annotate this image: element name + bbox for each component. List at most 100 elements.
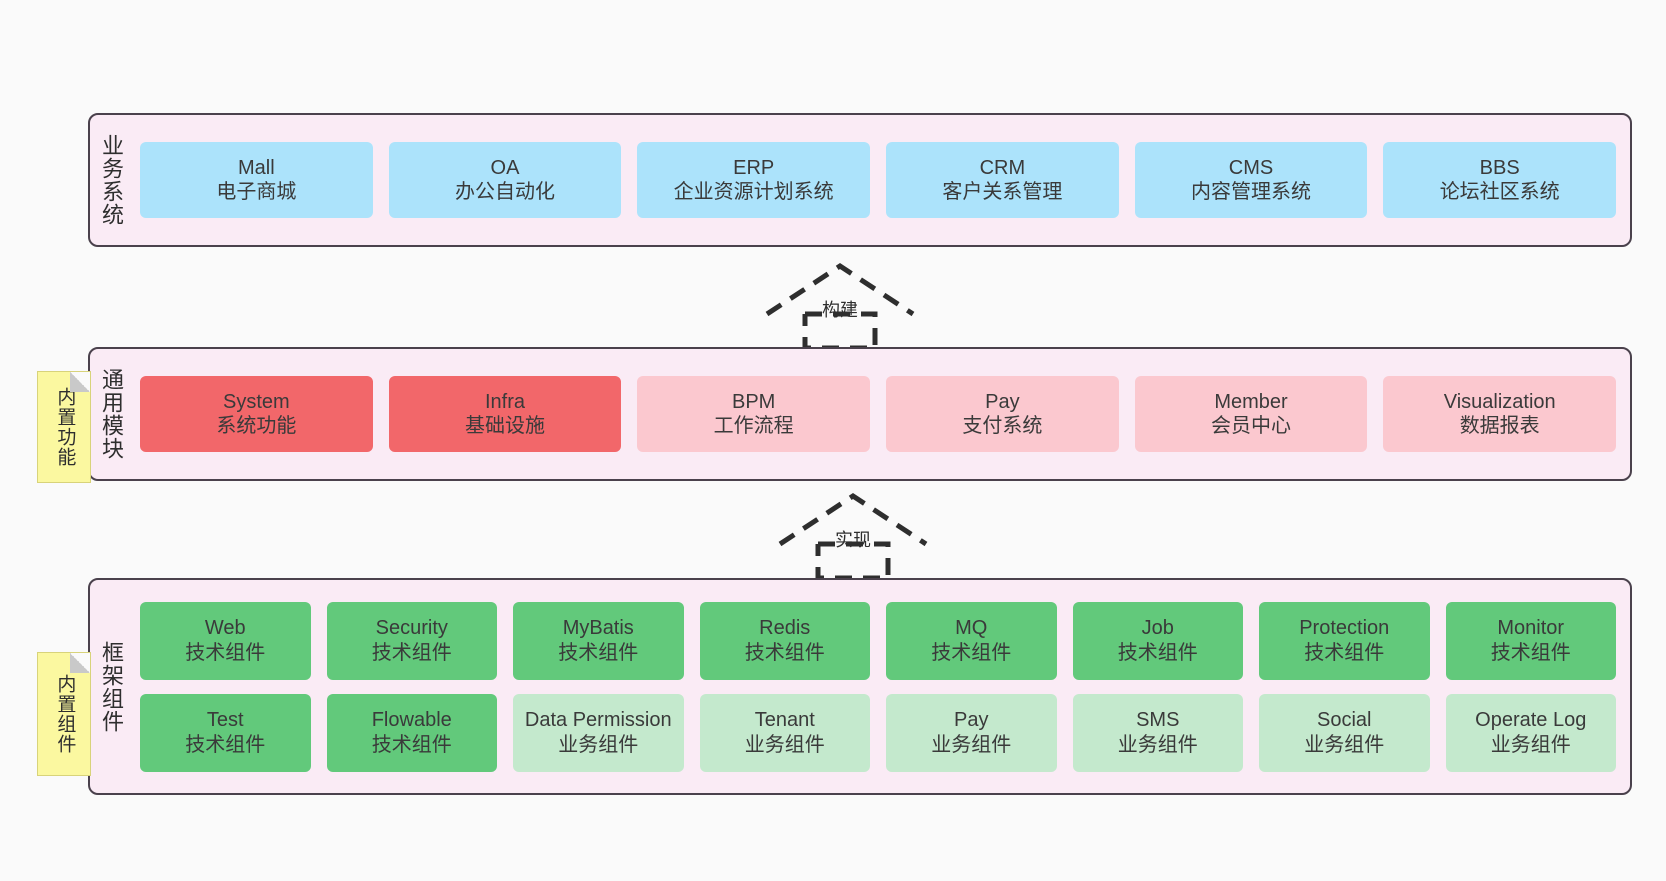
card-title: Flowable [371,709,452,732]
row-modules-1: System 系统功能 Infra 基础设施 BPM 工作流程 Pay 支付系统… [140,376,1617,452]
card-member[interactable]: Member 会员中心 [1134,376,1368,452]
card-mybatis[interactable]: MyBatis 技术组件 [513,601,684,680]
card-mall[interactable]: Mall 电子商城 [140,142,373,218]
row-framework-1: Web 技术组件 Security 技术组件 MyBatis 技术组件 Redi… [140,601,1616,680]
sticky-note-builtin-components: 内置组件 [37,652,91,776]
card-subtitle: 内容管理系统 [1191,181,1312,203]
card-bpm[interactable]: BPM 工作流程 [637,376,871,452]
card-subtitle: 业务组件 [931,733,1012,756]
card-title: Visualization [1443,390,1556,413]
connector-implement: 实现 [768,488,938,578]
card-title: Job [1141,617,1174,640]
card-monitor[interactable]: Monitor 技术组件 [1445,601,1616,680]
card-title: OA [490,156,520,179]
card-subtitle: 业务组件 [1304,733,1385,756]
layer-common-modules: 通用模块 System 系统功能 Infra 基础设施 BPM 工作流程 Pay… [88,347,1632,481]
card-subtitle: 支付系统 [962,415,1043,437]
card-redis[interactable]: Redis 技术组件 [699,601,870,680]
card-subtitle: 工作流程 [713,415,794,437]
card-subtitle: 技术组件 [371,733,452,756]
card-title: Pay [954,709,989,732]
card-title: Social [1317,709,1372,732]
card-title: SMS [1136,709,1180,732]
row-framework-2: Test 技术组件 Flowable 技术组件 Data Permission … [140,693,1616,772]
card-bbs[interactable]: BBS 论坛社区系统 [1383,142,1617,218]
card-subtitle: 技术组件 [185,733,266,756]
card-title: BBS [1479,156,1520,179]
card-visualization[interactable]: Visualization 数据报表 [1383,376,1617,452]
card-title: Test [206,709,244,732]
card-protection[interactable]: Protection 技术组件 [1259,601,1430,680]
dashed-hollow-arrow-up-icon [765,263,915,348]
card-subtitle: 数据报表 [1459,415,1540,437]
card-web[interactable]: Web 技术组件 [140,601,311,680]
card-data-permission[interactable]: Data Permission 业务组件 [513,693,684,772]
card-infra[interactable]: Infra 基础设施 [388,376,622,452]
card-title: Operate Log [1475,709,1587,732]
card-subtitle: 企业资源计划系统 [673,181,834,203]
card-title: Web [204,617,246,640]
card-title: Tenant [754,709,815,732]
card-subtitle: 技术组件 [1490,641,1571,664]
card-cms[interactable]: CMS 内容管理系统 [1134,142,1368,218]
card-flowable[interactable]: Flowable 技术组件 [326,693,497,772]
card-title: BPM [732,390,776,413]
card-erp[interactable]: ERP 企业资源计划系统 [637,142,871,218]
card-subtitle: 技术组件 [1304,641,1385,664]
card-subtitle: 基础设施 [465,415,545,437]
layer-title-framework: 框架组件 [98,640,124,733]
card-title: Redis [759,617,811,640]
card-crm[interactable]: CRM 客户关系管理 [886,142,1119,218]
card-tenant[interactable]: Tenant 业务组件 [699,693,870,772]
card-subtitle: 客户关系管理 [942,181,1063,203]
layer-body-modules: System 系统功能 Infra 基础设施 BPM 工作流程 Pay 支付系统… [132,349,1630,479]
card-title: MQ [955,617,988,640]
connector-build: 构建 [755,258,925,348]
card-social[interactable]: Social 业务组件 [1259,693,1430,772]
card-subtitle: 业务组件 [1490,733,1571,756]
card-subtitle: 技术组件 [185,641,266,664]
card-subtitle: 论坛社区系统 [1439,181,1560,203]
card-subtitle: 办公自动化 [455,181,555,203]
card-subtitle: 电子商城 [216,181,297,203]
card-title: Member [1214,390,1288,413]
sticky-note-builtin-features: 内置功能 [37,371,91,483]
card-system[interactable]: System 系统功能 [140,376,373,452]
card-subtitle: 技术组件 [1117,641,1198,664]
card-pay[interactable]: Pay 支付系统 [886,376,1119,452]
card-operate-log[interactable]: Operate Log 业务组件 [1445,693,1616,772]
row-business-1: Mall 电子商城 OA 办公自动化 ERP 企业资源计划系统 CRM 客户关系… [140,142,1617,218]
card-title: CMS [1228,156,1274,179]
dashed-hollow-arrow-up-icon [778,493,928,578]
card-title: Pay [985,390,1020,413]
card-title: CRM [979,156,1026,179]
card-title: Mall [238,156,275,179]
card-test[interactable]: Test 技术组件 [140,693,311,772]
card-mq[interactable]: MQ 技术组件 [886,601,1057,680]
card-sms[interactable]: SMS 业务组件 [1072,693,1243,772]
layer-framework-components: 框架组件 Web 技术组件 Security 技术组件 MyBatis 技术组件… [88,578,1632,795]
card-job[interactable]: Job 技术组件 [1072,601,1243,680]
card-title: MyBatis [562,617,634,640]
layer-body-business: Mall 电子商城 OA 办公自动化 ERP 企业资源计划系统 CRM 客户关系… [132,115,1630,245]
card-title: Protection [1299,617,1390,640]
layer-title-business: 业务系统 [98,134,124,226]
card-oa[interactable]: OA 办公自动化 [388,142,622,218]
card-title: Security [375,617,448,640]
card-pay-business[interactable]: Pay 业务组件 [886,693,1057,772]
card-subtitle: 会员中心 [1211,415,1292,437]
card-subtitle: 业务组件 [1117,733,1198,756]
card-subtitle: 系统功能 [216,415,297,437]
card-title: Infra [484,390,526,413]
layer-business-systems: 业务系统 Mall 电子商城 OA 办公自动化 ERP 企业资源计划系统 CRM… [88,113,1632,247]
card-subtitle: 业务组件 [744,733,825,756]
card-subtitle: 技术组件 [371,641,452,664]
layer-body-framework: Web 技术组件 Security 技术组件 MyBatis 技术组件 Redi… [132,580,1630,793]
card-subtitle: 技术组件 [558,641,639,664]
card-title: System [222,390,290,413]
card-subtitle: 技术组件 [744,641,825,664]
card-subtitle: 业务组件 [558,733,639,756]
card-security[interactable]: Security 技术组件 [326,601,497,680]
card-title: Data Permission [524,709,672,732]
layer-title-modules: 通用模块 [98,368,124,460]
